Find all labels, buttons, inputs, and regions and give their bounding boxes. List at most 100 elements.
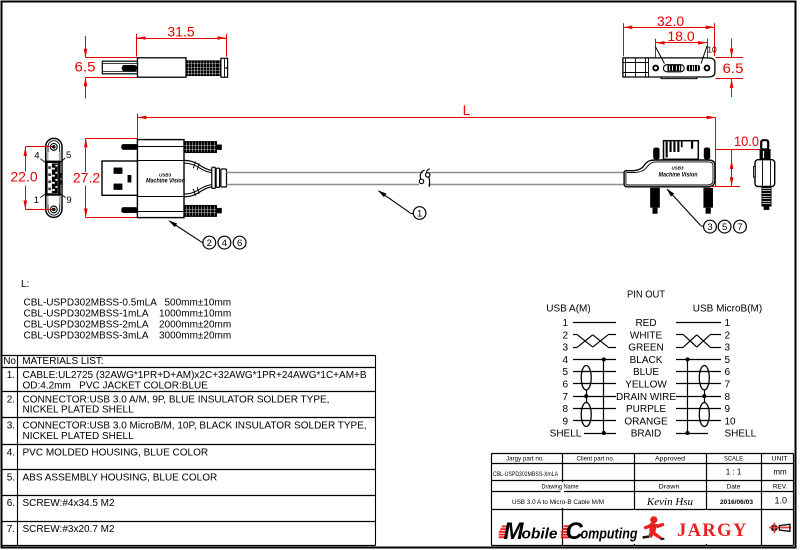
svg-text:4.: 4. <box>7 447 15 458</box>
svg-text:SCREW:#4x34.5 M2: SCREW:#4x34.5 M2 <box>23 498 116 509</box>
svg-text:ORANGE: ORANGE <box>624 416 668 427</box>
svg-text:SHELL: SHELL <box>550 429 582 440</box>
svg-text:32.0: 32.0 <box>657 13 684 29</box>
svg-text:7.: 7. <box>7 524 15 535</box>
svg-text:CBL-USPD302MBSS-3mLA: CBL-USPD302MBSS-3mLA <box>24 330 149 341</box>
svg-text:Machine Vision: Machine Vision <box>146 177 185 184</box>
svg-text:3: 3 <box>725 343 731 354</box>
svg-text:obile: obile <box>522 527 558 543</box>
svg-text:6.5: 6.5 <box>723 60 744 76</box>
svg-text:1: 1 <box>34 195 39 206</box>
svg-text:CONNECTOR:USB 3.0 MicroB/M, 10: CONNECTOR:USB 3.0 MicroB/M, 10P, BLACK I… <box>23 421 367 432</box>
svg-text:3: 3 <box>562 343 568 354</box>
svg-text:1.0: 1.0 <box>775 496 788 506</box>
svg-text:JARGY: JARGY <box>677 521 748 541</box>
svg-text:USB MicroB(M): USB MicroB(M) <box>693 304 762 315</box>
svg-text:SCALE: SCALE <box>724 456 744 463</box>
svg-text:6.5: 6.5 <box>75 59 96 75</box>
svg-text:NICKEL PLATED SHELL: NICKEL PLATED SHELL <box>23 431 135 442</box>
svg-text:7: 7 <box>725 380 731 391</box>
svg-text:CONNECTOR:USB 3.0 A/M, 9P, BLU: CONNECTOR:USB 3.0 A/M, 9P, BLUE INSULATO… <box>23 394 330 405</box>
svg-text:CBL-USPD302MBSS-2mLA: CBL-USPD302MBSS-2mLA <box>24 319 149 330</box>
svg-text:USB3: USB3 <box>159 172 171 178</box>
svg-text:Kevin Hsu: Kevin Hsu <box>646 496 694 508</box>
svg-text:6.: 6. <box>7 498 15 509</box>
svg-text:ABS ASSEMBLY HOUSING, BLUE COL: ABS ASSEMBLY HOUSING, BLUE COLOR <box>23 472 218 483</box>
svg-text:NICKEL PLATED SHELL: NICKEL PLATED SHELL <box>23 405 135 416</box>
svg-text:PVC MOLDED HOUSING, BLUE COLOR: PVC MOLDED HOUSING, BLUE COLOR <box>23 447 209 458</box>
svg-text:Drawn: Drawn <box>659 484 680 491</box>
svg-text:9: 9 <box>725 404 731 415</box>
svg-text:5: 5 <box>722 222 727 233</box>
svg-text:CBL-USPD302MBSS-1mLA: CBL-USPD302MBSS-1mLA <box>24 308 149 319</box>
svg-text:SHELL: SHELL <box>725 429 757 440</box>
svg-text:2: 2 <box>725 330 731 341</box>
svg-text:1: 1 <box>417 209 422 220</box>
svg-text:7: 7 <box>562 392 568 403</box>
svg-text:UNIT: UNIT <box>772 456 788 463</box>
svg-text:6: 6 <box>725 367 731 378</box>
svg-text:5: 5 <box>66 150 71 161</box>
svg-text:Jargy part no.: Jargy part no. <box>506 456 544 463</box>
svg-text:L:: L: <box>21 279 29 290</box>
svg-text:31.5: 31.5 <box>167 24 194 40</box>
svg-text:BRAID: BRAID <box>631 429 662 440</box>
svg-text:27.2: 27.2 <box>73 170 100 186</box>
svg-text:M: M <box>504 518 525 545</box>
svg-text:USB 3.0 A to Micro-B Cable M/M: USB 3.0 A to Micro-B Cable M/M <box>512 499 604 506</box>
svg-text:9: 9 <box>562 416 568 427</box>
svg-text:10: 10 <box>725 416 737 427</box>
svg-text:BLACK: BLACK <box>630 355 663 366</box>
svg-text:4: 4 <box>34 151 39 162</box>
svg-text:PIN OUT: PIN OUT <box>627 290 665 301</box>
svg-text:MATERIALS LIST:: MATERIALS LIST: <box>22 356 104 367</box>
svg-text:WHITE: WHITE <box>630 330 663 341</box>
svg-text:Client part no.: Client part no. <box>577 456 615 463</box>
svg-text:PURPLE: PURPLE <box>626 404 666 415</box>
svg-text:Date: Date <box>727 484 741 491</box>
svg-text:Machine Vision: Machine Vision <box>659 172 698 179</box>
svg-text:USB A(M): USB A(M) <box>546 304 590 315</box>
svg-text:YELLOW: YELLOW <box>625 380 667 391</box>
svg-text:Approved: Approved <box>655 456 685 463</box>
svg-text:22.0: 22.0 <box>10 169 37 185</box>
svg-text:8: 8 <box>725 392 731 403</box>
svg-text:CBL-USPD302MBSS-0.5mLA: CBL-USPD302MBSS-0.5mLA <box>24 297 158 308</box>
svg-text:SCREW:#3x20.7 M2: SCREW:#3x20.7 M2 <box>23 524 116 535</box>
svg-text:1: 1 <box>725 318 731 329</box>
svg-text:BLUE: BLUE <box>633 367 659 378</box>
svg-text:5: 5 <box>562 367 568 378</box>
svg-text:5: 5 <box>725 355 731 366</box>
svg-text:1: 1 <box>562 318 568 329</box>
svg-text:3.: 3. <box>7 421 15 432</box>
svg-text:1000mm±10mm: 1000mm±10mm <box>159 308 231 319</box>
svg-text:500mm±10mm: 500mm±10mm <box>165 297 232 308</box>
svg-text:DRAIN WIRE: DRAIN WIRE <box>616 392 676 403</box>
svg-text:4: 4 <box>222 238 227 249</box>
svg-text:omputing: omputing <box>581 527 638 543</box>
svg-text:2016/06/03: 2016/06/03 <box>720 499 753 506</box>
svg-text:2000mm±20mm: 2000mm±20mm <box>159 319 231 330</box>
svg-text:3000mm±20mm: 3000mm±20mm <box>159 330 231 341</box>
svg-text:No: No <box>3 356 16 367</box>
svg-text:L: L <box>463 102 471 118</box>
svg-text:7: 7 <box>737 222 742 233</box>
svg-text:USB3: USB3 <box>672 165 684 171</box>
svg-text:mm: mm <box>773 468 787 477</box>
svg-text:RED: RED <box>635 318 656 329</box>
svg-text:10.0: 10.0 <box>734 133 759 149</box>
svg-text:CBL-USPD302MBSS-XmLA: CBL-USPD302MBSS-XmLA <box>493 471 559 478</box>
svg-text:OD:4.2mm PVC JACKET COLOR:BL: OD:4.2mm PVC JACKET COLOR:BLUE <box>23 380 209 391</box>
svg-text:8: 8 <box>562 404 568 415</box>
svg-text:4: 4 <box>562 355 568 366</box>
svg-text:1 : 1: 1 : 1 <box>726 468 742 477</box>
svg-text:REV.: REV. <box>773 484 788 491</box>
svg-text:CABLE:UL2725 (32AWG*1PR+D+AM)x: CABLE:UL2725 (32AWG*1PR+D+AM)x2C+32AWG*1… <box>23 370 367 381</box>
svg-text:18.0: 18.0 <box>667 28 694 44</box>
svg-text:Drawing Name: Drawing Name <box>542 484 579 491</box>
svg-text:6: 6 <box>562 380 568 391</box>
svg-text:10: 10 <box>707 45 717 55</box>
svg-text:2.: 2. <box>7 394 15 405</box>
svg-text:GREEN: GREEN <box>628 343 664 354</box>
svg-text:2: 2 <box>207 238 212 249</box>
